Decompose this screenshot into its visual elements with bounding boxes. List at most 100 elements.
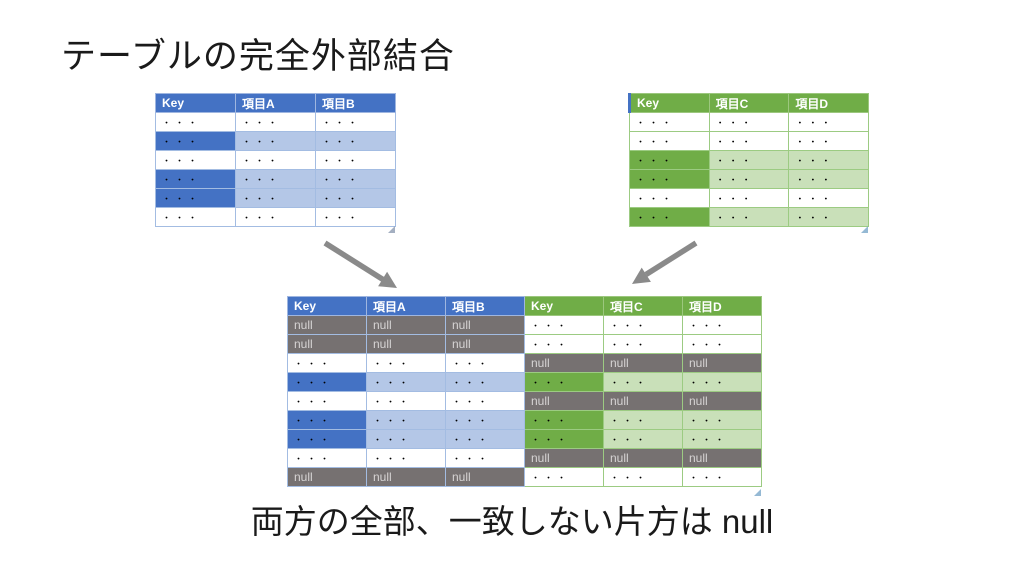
table-header-row: Key 項目A 項目B Key 項目C 項目D <box>287 296 762 316</box>
table-row: ・・・ ・・・ ・・・ <box>629 131 869 151</box>
table-cell: ・・・ <box>287 372 367 392</box>
table-cell: ・・・ <box>788 150 869 170</box>
table-cell: ・・・ <box>445 429 525 449</box>
table-cell: ・・・ <box>708 169 790 189</box>
table-cell: ・・・ <box>445 372 525 392</box>
table-cell: null <box>524 448 604 468</box>
table-cell: ・・・ <box>366 353 446 373</box>
table-cell: null <box>524 391 604 411</box>
table-cell: ・・・ <box>708 150 790 170</box>
table-cell: ・・・ <box>366 410 446 430</box>
table-cell: ・・・ <box>287 410 367 430</box>
table-cell: ・・・ <box>788 112 869 132</box>
table-cell: ・・・ <box>788 169 869 189</box>
table-row: ・・・ ・・・ ・・・ null null null <box>287 448 762 468</box>
table-cell: null <box>445 334 525 354</box>
table-cell: ・・・ <box>366 391 446 411</box>
table-cell: ・・・ <box>155 150 236 170</box>
table-row: ・・・ ・・・ ・・・ <box>155 188 396 208</box>
table-cell: ・・・ <box>155 188 236 208</box>
table-cell: ・・・ <box>315 207 396 227</box>
column-header: 項目D <box>682 296 762 316</box>
table-cell: null <box>682 353 762 373</box>
table-cell: ・・・ <box>287 391 367 411</box>
table-row: ・・・ ・・・ ・・・ <box>629 188 869 208</box>
table-row: ・・・ ・・・ ・・・ ・・・ ・・・ ・・・ <box>287 429 762 449</box>
table-cell: ・・・ <box>788 188 869 208</box>
table-cell: null <box>524 353 604 373</box>
table-row: null null null ・・・ ・・・ ・・・ <box>287 315 762 335</box>
table-cell: ・・・ <box>235 112 316 132</box>
table-cell: ・・・ <box>629 169 710 189</box>
table-row: ・・・ ・・・ ・・・ <box>155 207 396 227</box>
table-row: ・・・ ・・・ ・・・ null null null <box>287 391 762 411</box>
table-cell: ・・・ <box>235 150 316 170</box>
table-cell: ・・・ <box>603 429 683 449</box>
column-header: 項目A <box>366 296 446 316</box>
column-header: 項目B <box>315 93 396 113</box>
table-cell: ・・・ <box>603 315 683 335</box>
table-cell: ・・・ <box>315 169 396 189</box>
table-cell: ・・・ <box>629 207 710 227</box>
resize-handle-icon <box>754 489 761 496</box>
table-cell: ・・・ <box>708 112 790 132</box>
column-header: Key <box>287 296 367 316</box>
table-row: ・・・ ・・・ ・・・ <box>155 169 396 189</box>
table-cell: ・・・ <box>629 131 710 151</box>
table-cell: null <box>366 315 446 335</box>
table-cell: ・・・ <box>524 334 604 354</box>
table-cell: ・・・ <box>682 410 762 430</box>
column-header: Key <box>628 93 710 113</box>
table-cell: ・・・ <box>629 112 710 132</box>
table-cell: ・・・ <box>682 429 762 449</box>
caption-text: 両方の全部、一致しない片方は null <box>250 503 774 540</box>
table-cell: null <box>366 334 446 354</box>
table-cell: null <box>682 391 762 411</box>
table-row: ・・・ ・・・ ・・・ <box>629 169 869 189</box>
column-header: Key <box>524 296 604 316</box>
table-cell: ・・・ <box>708 188 790 208</box>
table-cell: null <box>682 448 762 468</box>
table-header-row: Key 項目C 項目D <box>628 93 869 113</box>
table-cell: ・・・ <box>155 169 236 189</box>
table-cell: ・・・ <box>629 188 710 208</box>
table-row: null null null ・・・ ・・・ ・・・ <box>287 467 762 487</box>
table-cell: ・・・ <box>445 353 525 373</box>
table-row: ・・・ ・・・ ・・・ <box>155 150 396 170</box>
table-cell: null <box>445 315 525 335</box>
table-cell: ・・・ <box>235 188 316 208</box>
table-cell: ・・・ <box>287 429 367 449</box>
table-cell: ・・・ <box>524 410 604 430</box>
table-cell: null <box>287 334 367 354</box>
source-table-blue: Key 項目A 項目B ・・・ ・・・ ・・・ ・・・ ・・・ ・・・ ・・・ … <box>155 93 396 227</box>
table-cell: ・・・ <box>235 207 316 227</box>
arrow-right-down-icon <box>632 240 698 284</box>
table-cell: ・・・ <box>315 188 396 208</box>
table-row: null null null ・・・ ・・・ ・・・ <box>287 334 762 354</box>
arrow-left-down-icon <box>323 240 397 288</box>
table-cell: ・・・ <box>155 131 236 151</box>
table-row: ・・・ ・・・ ・・・ ・・・ ・・・ ・・・ <box>287 410 762 430</box>
joined-table: Key 項目A 項目B Key 項目C 項目D null null null ・… <box>287 296 762 487</box>
table-cell: ・・・ <box>524 372 604 392</box>
resize-handle-icon <box>388 226 395 233</box>
column-header: 項目C <box>603 296 683 316</box>
table-cell: ・・・ <box>287 353 367 373</box>
table-cell: null <box>603 353 683 373</box>
table-cell: ・・・ <box>603 410 683 430</box>
table-cell: ・・・ <box>603 334 683 354</box>
table-cell: ・・・ <box>315 112 396 132</box>
table-cell: ・・・ <box>366 448 446 468</box>
table-cell: null <box>366 467 446 487</box>
table-cell: ・・・ <box>708 131 790 151</box>
table-cell: ・・・ <box>682 334 762 354</box>
table-cell: null <box>287 467 367 487</box>
column-header: 項目C <box>708 93 790 113</box>
table-cell: ・・・ <box>524 467 604 487</box>
table-row: ・・・ ・・・ ・・・ <box>629 207 869 227</box>
table-cell: null <box>603 448 683 468</box>
table-cell: ・・・ <box>524 429 604 449</box>
column-header: 項目A <box>235 93 316 113</box>
